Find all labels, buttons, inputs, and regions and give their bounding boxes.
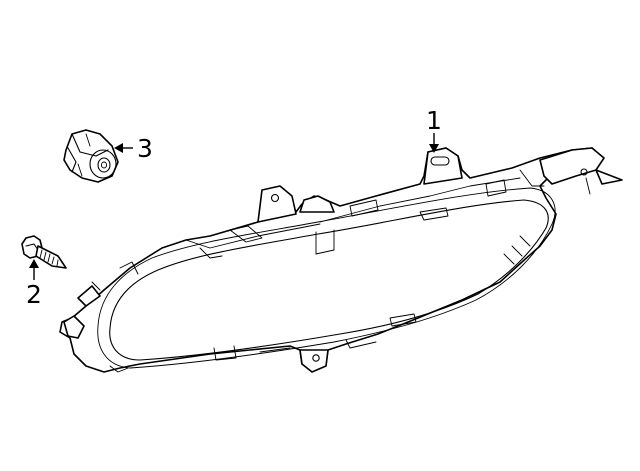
fog-lamp-assembly[interactable]	[59, 147, 623, 373]
mounting-tab-left	[257, 185, 297, 223]
lamp-housing	[59, 147, 603, 373]
mounting-tab-top	[423, 147, 463, 185]
arrowhead-3	[114, 143, 123, 153]
screw[interactable]	[21, 235, 67, 269]
callout-3: 3	[114, 134, 153, 163]
arrowhead-1	[429, 144, 439, 153]
left-clip	[77, 285, 101, 307]
lamp-lens	[109, 199, 549, 361]
mounting-slot	[430, 156, 450, 166]
mounting-bracket-right	[539, 147, 605, 185]
callout-1: 1	[426, 106, 442, 153]
bulb-socket[interactable]	[63, 129, 119, 183]
screw-shank	[35, 245, 67, 269]
callout-2: 2	[26, 259, 42, 309]
callout-number-3: 3	[137, 134, 153, 163]
callout-number-2: 2	[26, 280, 42, 309]
arrowhead-2	[29, 259, 39, 268]
socket-face	[89, 149, 117, 179]
lamp-bezel	[97, 187, 556, 369]
callout-number-1: 1	[426, 106, 442, 135]
